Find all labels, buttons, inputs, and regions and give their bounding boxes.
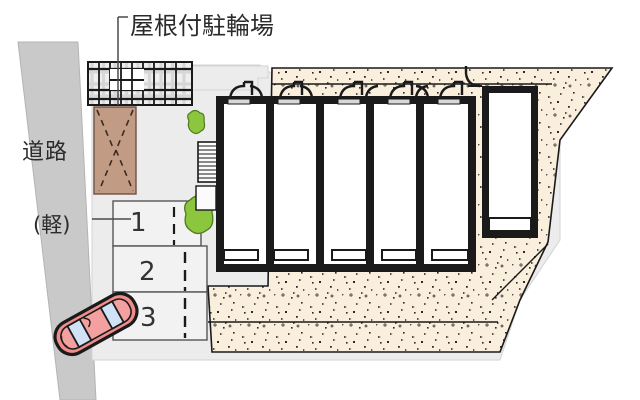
building-unit-3 [324, 104, 366, 264]
road-area [17, 41, 97, 400]
title-leader-line [117, 16, 128, 105]
approach-tile-area [93, 106, 137, 195]
building-unit-1 [224, 104, 266, 264]
shrub-upper [187, 109, 206, 135]
road-label: 道路 [22, 140, 69, 165]
building-unit-4 [374, 104, 416, 264]
parking-stall-2-number: 2 [139, 257, 156, 287]
stairs [195, 141, 221, 211]
unit-balconies [223, 249, 469, 261]
building-unit-5 [424, 104, 468, 264]
covered-bicycle-parking-label: 屋根付駐輪場 [130, 12, 274, 40]
parking-stall-2[interactable] [112, 245, 208, 293]
door-swing-arcs [228, 80, 464, 99]
car-icon [53, 291, 139, 357]
unit-entry-doors [227, 98, 461, 105]
parking-stall-3-number: 3 [140, 303, 157, 333]
building-unit-2 [274, 104, 316, 264]
building-main [216, 80, 476, 272]
parking-stall-1-number: 1 [130, 208, 147, 238]
building-annex-unit [464, 66, 538, 238]
covered-bicycle-parking [87, 61, 193, 106]
light-car-note-label: (軽) [33, 213, 71, 237]
